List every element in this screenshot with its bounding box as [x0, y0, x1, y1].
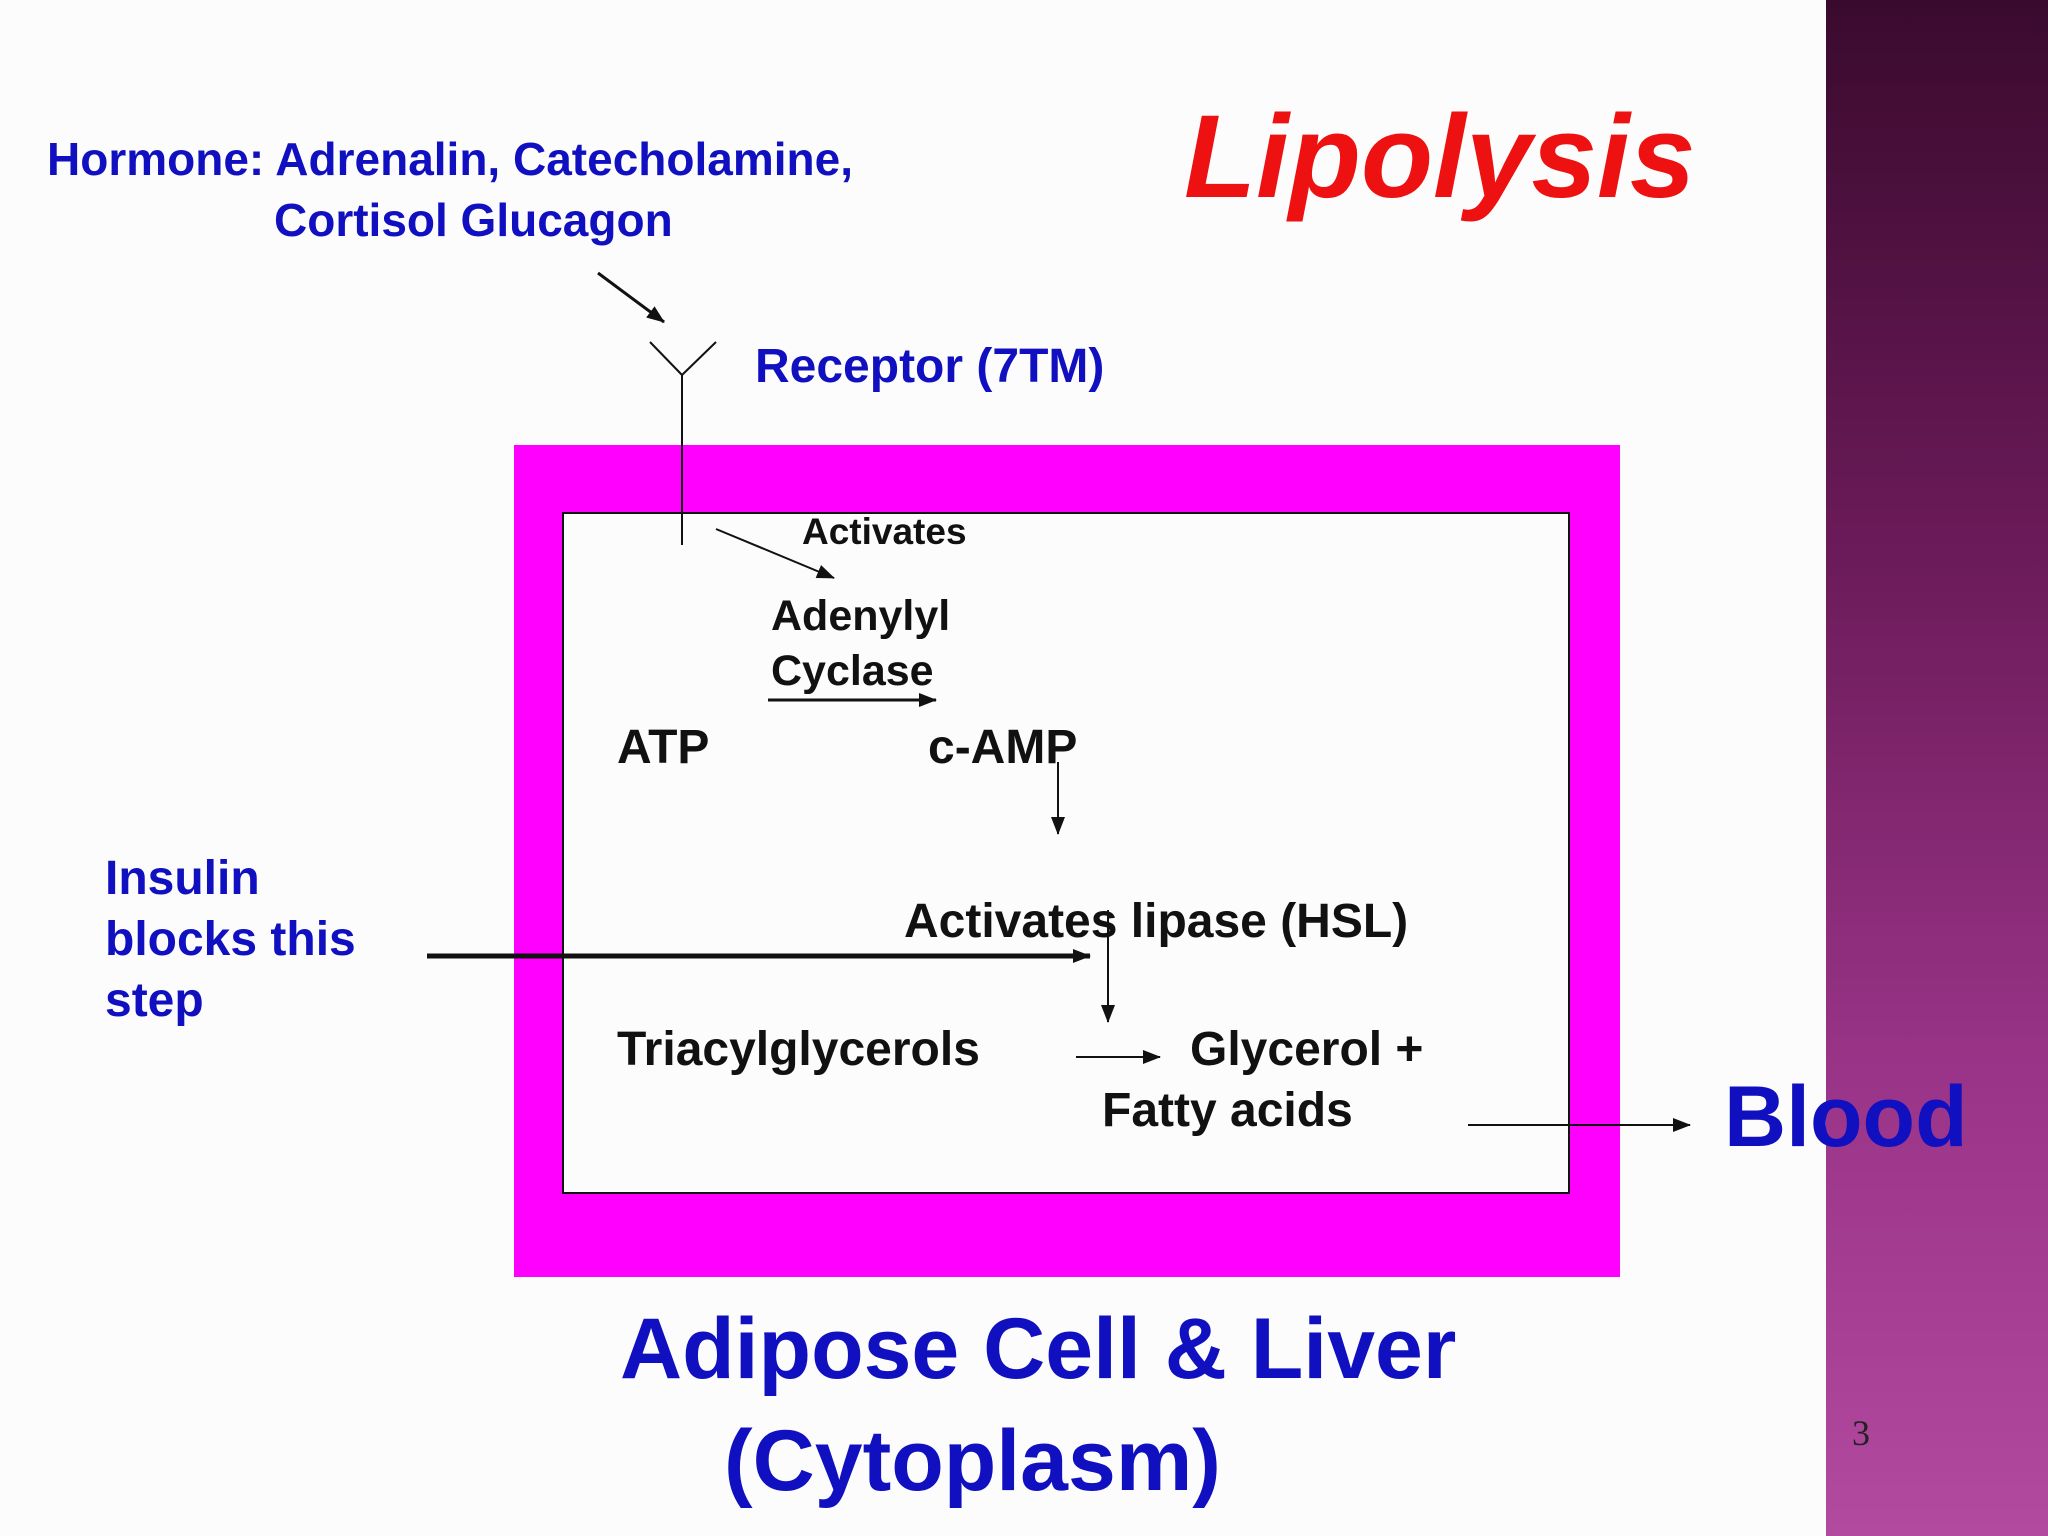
blood-label: Blood — [1724, 1069, 1968, 1165]
activates-label: Activates — [802, 511, 967, 552]
location-label-line1: Adipose Cell & Liver — [620, 1301, 1457, 1397]
hormone-arrow — [597, 271, 665, 324]
insulin-label-line1: Insulin — [105, 852, 260, 905]
location-label-line2: (Cytoplasm) — [724, 1413, 1221, 1509]
atp-label: ATP — [617, 721, 710, 774]
substrate-label: Triacylglycerols — [617, 1023, 980, 1076]
page-title: Lipolysis — [1184, 91, 1696, 223]
receptor-label: Receptor (7TM) — [755, 340, 1105, 393]
products-label-line2: Fatty acids — [1102, 1084, 1353, 1137]
lipase-label: Activates lipase (HSL) — [904, 895, 1409, 948]
receptor-icon — [649, 341, 717, 545]
products-label-line1: Glycerol + — [1190, 1023, 1424, 1076]
hormone-label-line2: Cortisol Glucagon — [274, 194, 673, 246]
insulin-label-line2: blocks this — [105, 913, 356, 966]
page-number: 3 — [1852, 1413, 1870, 1453]
enzyme-label-line1: Adenylyl — [771, 592, 951, 640]
activates-arrow — [715, 528, 835, 579]
hormone-label-line1: Hormone: Adrenalin, Catecholamine, — [47, 133, 853, 185]
cell-cytoplasm — [562, 512, 1570, 1194]
decorative-sidebar — [1826, 0, 2048, 1536]
camp-label: c-AMP — [928, 721, 1078, 774]
enzyme-label-line2: Cyclase — [771, 647, 934, 695]
insulin-label-line3: step — [105, 974, 204, 1027]
